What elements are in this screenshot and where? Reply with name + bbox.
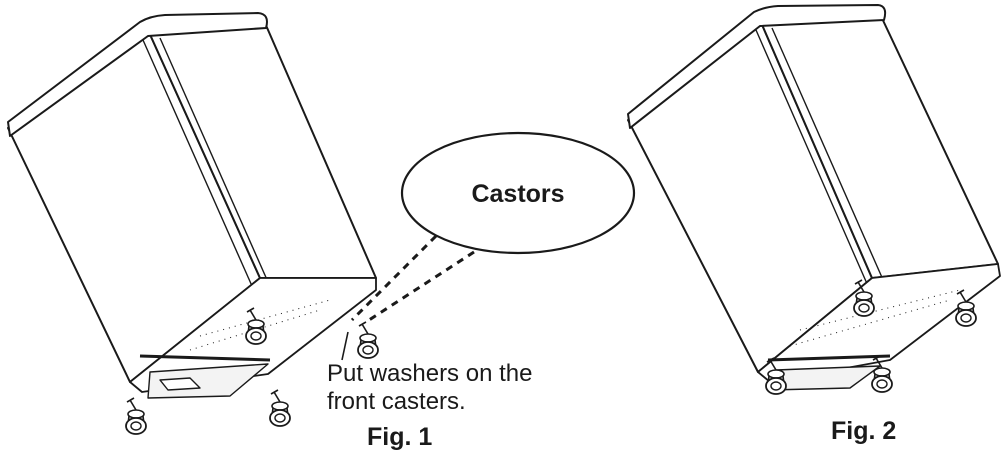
washer-note-line-1: Put washers on the — [327, 360, 533, 387]
castors-callout: Castors — [341, 131, 636, 361]
washer-note-line-2: front casters. — [327, 388, 466, 415]
caster-rear-right — [269, 389, 291, 427]
caster-rear-left — [125, 397, 147, 435]
figure-1-caption: Fig. 1 — [367, 423, 433, 451]
refrigerator-upright — [627, 4, 1001, 391]
refrigerator-tilted — [7, 12, 377, 399]
caster-front-right — [357, 321, 379, 359]
figure-2-caption: Fig. 2 — [831, 417, 897, 445]
washer-note: Put washers on the front casters. — [327, 360, 532, 416]
callout-label: Castors — [471, 180, 564, 208]
